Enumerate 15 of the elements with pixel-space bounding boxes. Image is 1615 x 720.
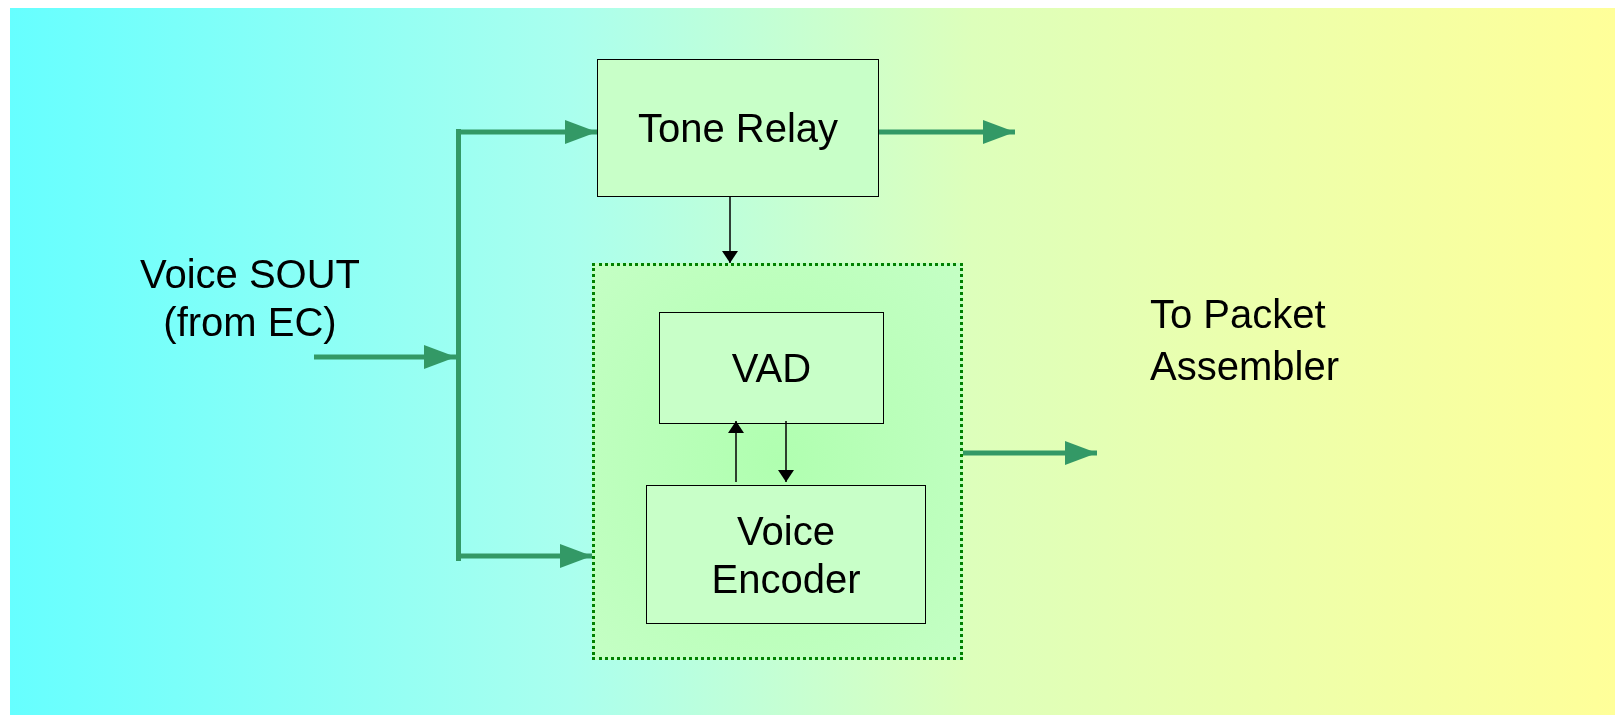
arrow — [461, 544, 592, 568]
arrow — [722, 196, 738, 264]
process-box: Voice Encoder — [646, 485, 926, 624]
process-box: Tone Relay — [597, 59, 879, 197]
output-label: To Packet Assembler — [1150, 291, 1340, 390]
input-label: Voice SOUT (from EC) — [138, 251, 362, 346]
arrow — [963, 441, 1097, 465]
arrow — [314, 345, 456, 369]
arrow — [728, 420, 744, 483]
dotted-group-box — [592, 263, 963, 660]
signal-bus — [456, 129, 461, 561]
arrow — [461, 120, 597, 144]
arrow — [778, 420, 794, 483]
arrow — [879, 120, 1015, 144]
process-box: VAD — [659, 312, 884, 424]
